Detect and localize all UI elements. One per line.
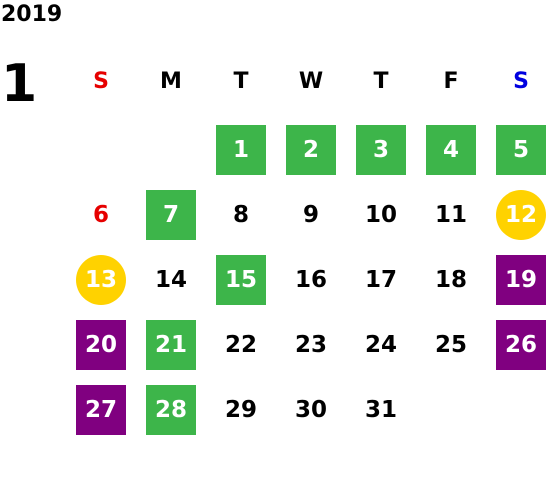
day-cell[interactable]: 17 <box>364 267 397 293</box>
weekday-header-sat: S <box>513 68 529 94</box>
day-cell[interactable]: 16 <box>294 267 327 293</box>
day-cell[interactable]: 26 <box>496 320 546 370</box>
day-cell[interactable]: 23 <box>294 332 327 358</box>
day-cell[interactable]: 29 <box>224 397 257 423</box>
weekday-header-tue: T <box>233 68 249 94</box>
day-cell[interactable]: 30 <box>294 397 327 423</box>
day-cell[interactable]: 18 <box>434 267 467 293</box>
day-cell[interactable]: 21 <box>146 320 196 370</box>
day-cell[interactable]: 2 <box>286 125 336 175</box>
day-cell[interactable]: 3 <box>356 125 406 175</box>
day-cell[interactable]: 9 <box>302 202 319 228</box>
day-cell[interactable]: 4 <box>426 125 476 175</box>
day-cell[interactable]: 28 <box>146 385 196 435</box>
day-cell[interactable]: 22 <box>224 332 257 358</box>
day-cell[interactable]: 1 <box>216 125 266 175</box>
day-cell[interactable]: 20 <box>76 320 126 370</box>
day-cell[interactable]: 25 <box>434 332 467 358</box>
day-cell[interactable]: 10 <box>364 202 397 228</box>
day-cell[interactable]: 8 <box>232 202 249 228</box>
day-cell[interactable]: 6 <box>92 202 109 228</box>
month-number: 1 <box>1 54 38 114</box>
day-cell[interactable]: 27 <box>76 385 126 435</box>
day-cell[interactable]: 31 <box>364 397 397 423</box>
day-cell[interactable]: 19 <box>496 255 546 305</box>
day-cell[interactable]: 12 <box>496 190 546 240</box>
day-cell[interactable]: 11 <box>434 202 467 228</box>
weekday-header-thu: T <box>373 68 389 94</box>
year-label: 2019 <box>1 2 63 27</box>
weekday-header-sun: S <box>93 68 109 94</box>
day-cell[interactable]: 15 <box>216 255 266 305</box>
day-cell[interactable]: 14 <box>154 267 187 293</box>
weekday-header-fri: F <box>443 68 459 94</box>
day-cell[interactable]: 13 <box>76 255 126 305</box>
weekday-header-mon: M <box>160 68 182 94</box>
weekday-header-wed: W <box>298 68 324 94</box>
day-cell[interactable]: 5 <box>496 125 546 175</box>
day-cell[interactable]: 24 <box>364 332 397 358</box>
day-cell[interactable]: 7 <box>146 190 196 240</box>
